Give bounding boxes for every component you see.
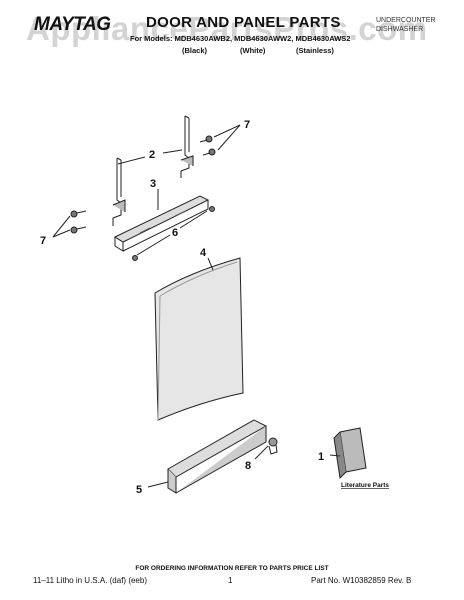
literature-parts-label: Literature Parts [341,482,389,489]
part-number: Part No. W10382859 Rev. B [311,576,412,585]
literature-booklet [333,427,367,480]
callout-4: 4 [200,247,207,259]
leader-5 [147,481,169,488]
leader-2-right [162,149,183,154]
bracket-screw-left [132,255,138,261]
brand-logo: MAYTAG [34,14,111,35]
leader-1 [329,454,341,457]
left-hinge [112,157,126,226]
variant-stainless: (Stainless) [296,46,334,55]
variant-white: (White) [240,46,266,55]
page-number: 1 [228,576,233,585]
screw-group-left [70,210,87,234]
door-panel [154,257,244,421]
page-title: DOOR AND PANEL PARTS [146,14,341,31]
litho-info: 11–11 Litho in U.S.A. (daf) (eeb) [33,576,147,585]
watermark: AppliancePartsPros.com [26,10,428,47]
callout-5: 5 [136,484,142,496]
product-type: UNDERCOUNTER DISHWASHER [376,16,436,34]
leader-7-left [52,215,71,238]
leader-8 [254,445,269,460]
callout-3: 3 [150,178,156,190]
screw-group-top [199,135,216,156]
leader-7-top [213,124,241,151]
mounting-bracket [113,195,210,252]
leader-6 [136,210,208,256]
callout-7-top: 7 [244,119,250,131]
bracket-screw-right [209,206,215,212]
models-line: For Models: MDB4630AWB2, MDB4630AWW2, MD… [130,34,351,43]
fastener-8 [268,437,278,455]
product-type-line1: UNDERCOUNTER [376,17,436,24]
ordering-note: FOR ORDERING INFORMATION REFER TO PARTS … [135,565,329,572]
toe-panel [167,419,268,494]
callout-6: 6 [172,227,178,239]
callout-1: 1 [318,451,324,463]
leader-4 [207,257,214,271]
product-type-line2: DISHWASHER [376,26,424,33]
right-hinge [180,115,194,178]
leader-2-left [117,156,146,165]
callout-2: 2 [149,149,155,161]
callout-7-left: 7 [40,235,46,247]
variant-black: (Black) [182,46,208,55]
callout-8: 8 [245,460,251,472]
